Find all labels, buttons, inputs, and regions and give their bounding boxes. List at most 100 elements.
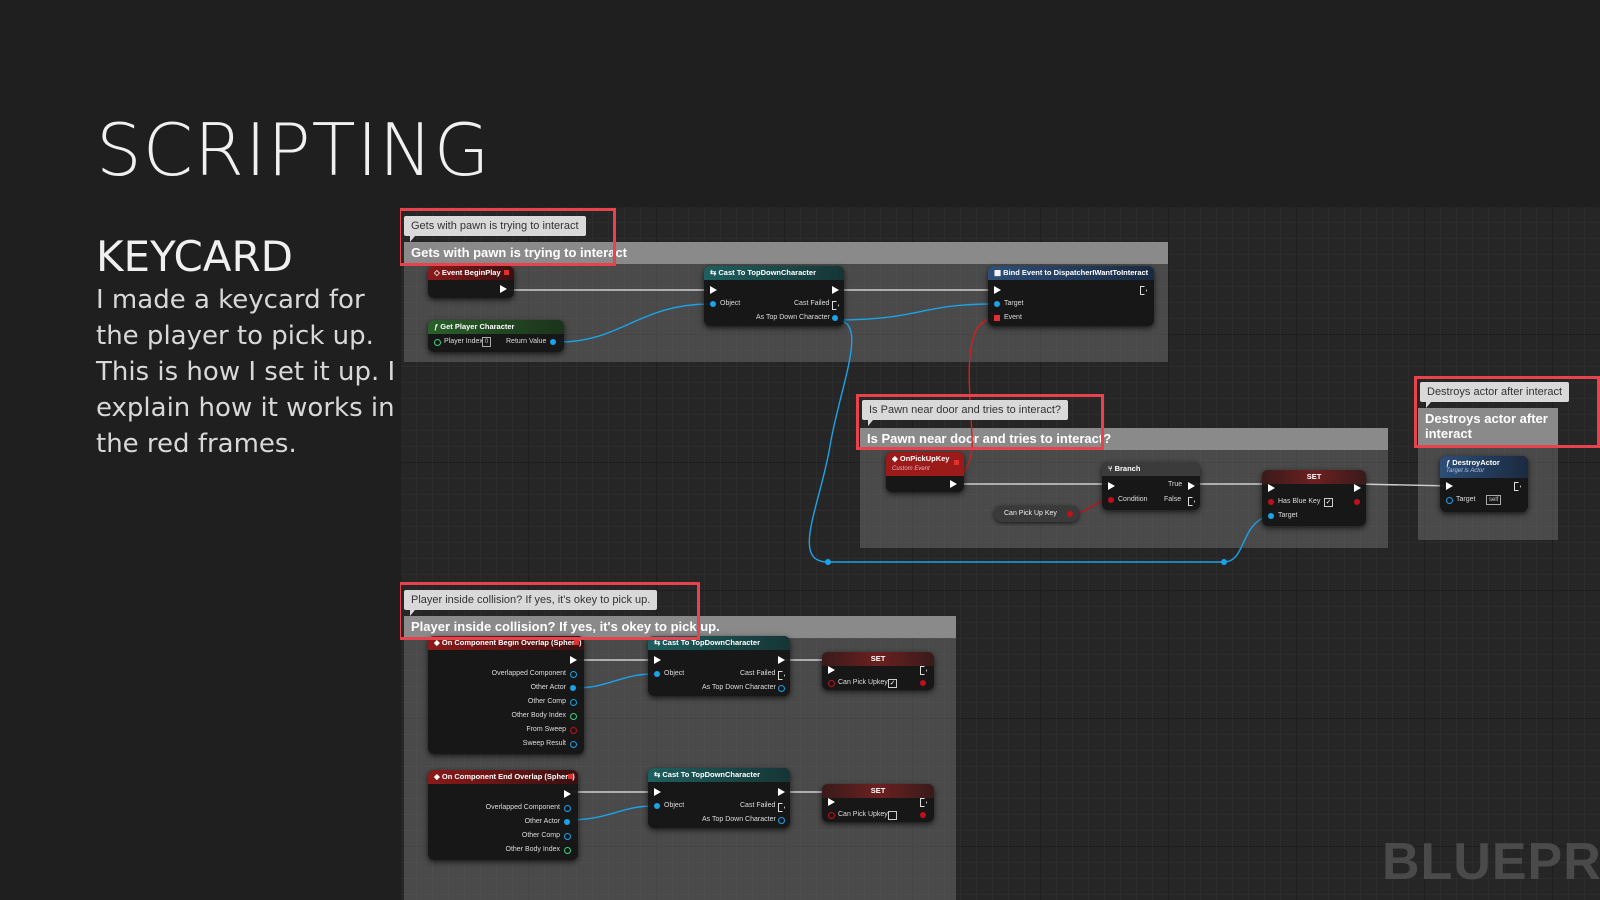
pin-label: Player Index — [444, 338, 483, 345]
can-pick-upkey-pin[interactable] — [828, 680, 835, 687]
other-actor-pin[interactable] — [570, 685, 576, 691]
exec-in-pin[interactable] — [994, 286, 1001, 294]
cast-failed-pin[interactable] — [778, 671, 785, 680]
exec-in-pin[interactable] — [654, 788, 661, 796]
player-index-pin[interactable] — [434, 339, 441, 346]
other-comp-pin[interactable] — [570, 699, 577, 706]
destroy-actor-node[interactable]: ƒ DestroyActor Target is Actor Target se… — [1440, 456, 1528, 512]
other-comp-pin[interactable] — [564, 833, 571, 840]
exec-out-pin[interactable] — [570, 656, 577, 664]
has-blue-key-pin[interactable] — [1268, 499, 1274, 505]
event-pin[interactable] — [994, 315, 1000, 321]
bind-event-node[interactable]: ▦ Bind Event to DispatcherIWantToInterac… — [988, 266, 1154, 326]
other-actor-pin[interactable] — [564, 819, 570, 825]
comment-bubble[interactable]: Destroys actor after interact — [1420, 382, 1570, 408]
object-wire — [567, 805, 655, 821]
target-pin[interactable] — [1446, 497, 1453, 504]
exec-out-pin[interactable] — [778, 656, 785, 664]
object-pin[interactable] — [654, 803, 660, 809]
delegate-pin[interactable] — [574, 640, 579, 645]
node-title: Event BeginPlay — [441, 268, 501, 277]
exec-out-pin[interactable] — [920, 666, 927, 675]
sweep-result-pin[interactable] — [570, 741, 577, 748]
set-can-pick-upkey-node[interactable]: SET Can Pick Upkey ✓ — [822, 652, 934, 690]
pin-label: Overlapped Component — [491, 670, 566, 677]
exec-out-pin[interactable] — [950, 480, 957, 488]
from-sweep-pin[interactable] — [570, 727, 577, 734]
set-can-pick-upkey-node[interactable]: SET Can Pick Upkey — [822, 784, 934, 822]
can-pick-upkey-out-pin[interactable] — [920, 680, 926, 686]
delegate-pin[interactable] — [568, 774, 573, 779]
object-pin[interactable] — [710, 301, 716, 307]
highlight-frame — [400, 208, 616, 266]
delegate-pin[interactable] — [504, 270, 509, 275]
exec-in-pin[interactable] — [654, 656, 661, 664]
overlapped-component-pin[interactable] — [564, 805, 571, 812]
slide-subtitle: KEYCARD — [96, 232, 294, 281]
as-character-pin[interactable] — [778, 817, 785, 824]
blueprint-graph[interactable]: Gets with pawn is trying to interact Is … — [400, 206, 1600, 900]
highlight-frame — [856, 394, 1104, 450]
get-player-character-node[interactable]: ƒ Get Player Character Player Index 0 Re… — [428, 320, 564, 352]
can-pick-upkey-checkbox[interactable] — [888, 811, 897, 820]
exec-in-pin[interactable] — [1446, 482, 1453, 490]
player-index-field[interactable]: 0 — [482, 337, 492, 347]
end-overlap-node[interactable]: ◆ On Component End Overlap (Sphere) Over… — [428, 770, 578, 860]
can-pick-upkey-pin[interactable] — [828, 812, 835, 819]
target-pin[interactable] — [1268, 513, 1274, 519]
exec-out-pin[interactable] — [920, 798, 927, 807]
delegate-pin[interactable] — [954, 460, 959, 465]
exec-out-pin[interactable] — [832, 286, 839, 294]
event-begin-play-node[interactable]: ◇ Event BeginPlay — [428, 266, 514, 298]
branch-node[interactable]: ⑂ Branch True Condition False — [1102, 462, 1200, 510]
self-field[interactable]: self — [1486, 495, 1502, 505]
can-pick-upkey-checkbox[interactable]: ✓ — [888, 679, 897, 688]
has-blue-key-out-pin[interactable] — [1354, 499, 1360, 505]
exec-in-pin[interactable] — [1108, 482, 1115, 490]
variable-label: Can Pick Up Key — [1004, 510, 1057, 517]
pin-label: From Sweep — [526, 726, 566, 733]
condition-pin[interactable] — [1108, 497, 1114, 503]
cast-to-topdown-node[interactable]: ⇆ Cast To TopDownCharacter Object Cast F… — [648, 636, 790, 696]
return-value-pin[interactable] — [550, 339, 556, 345]
bool-out-pin[interactable] — [1066, 511, 1073, 517]
cast-failed-pin[interactable] — [778, 803, 785, 812]
comment-bubble[interactable]: Player inside collision? If yes, it's ok… — [404, 590, 658, 616]
set-has-blue-key-node[interactable]: SET Has Blue Key ✓ Target — [1262, 470, 1366, 526]
can-pick-up-key-variable[interactable]: Can Pick Up Key — [994, 506, 1079, 522]
pin-label: Other Actor — [524, 818, 560, 825]
exec-in-pin[interactable] — [828, 798, 835, 806]
exec-in-pin[interactable] — [1268, 484, 1275, 492]
pin-label: Event — [1004, 314, 1022, 321]
as-character-pin[interactable] — [832, 315, 838, 321]
exec-out-pin[interactable] — [1354, 484, 1361, 492]
comment-bubble[interactable]: Gets with pawn is trying to interact — [404, 216, 586, 242]
on-pick-up-key-node[interactable]: ◆ OnPickUpKey Custom Event — [886, 452, 964, 492]
comment-bubble[interactable]: Is Pawn near door and tries to interact? — [862, 400, 1068, 426]
begin-overlap-node[interactable]: ◆ On Component Begin Overlap (Sphere) Ov… — [428, 636, 584, 754]
pin-label: Other Comp — [527, 698, 566, 705]
cast-failed-pin[interactable] — [832, 301, 839, 310]
other-body-index-pin[interactable] — [564, 847, 571, 854]
cast-to-topdown-node[interactable]: ⇆ Cast To TopDownCharacter Object Cast F… — [648, 768, 790, 828]
overlapped-component-pin[interactable] — [570, 671, 577, 678]
other-body-index-pin[interactable] — [570, 713, 577, 720]
exec-out-pin[interactable] — [1514, 482, 1521, 491]
has-blue-key-checkbox[interactable]: ✓ — [1324, 498, 1333, 507]
exec-out-pin[interactable] — [500, 285, 507, 293]
exec-in-pin[interactable] — [828, 666, 835, 674]
exec-out-pin[interactable] — [778, 788, 785, 796]
reroute-node — [825, 559, 831, 565]
cast-to-topdown-node[interactable]: ⇆ Cast To TopDownCharacter Object Cast F… — [704, 266, 844, 326]
exec-out-pin[interactable] — [564, 790, 571, 798]
pin-label: Has Blue Key — [1278, 498, 1321, 505]
exec-in-pin[interactable] — [710, 286, 717, 294]
exec-out-pin[interactable] — [1140, 286, 1147, 295]
can-pick-upkey-out-pin[interactable] — [920, 812, 926, 818]
pin-label: Object — [720, 300, 741, 307]
object-pin[interactable] — [654, 671, 660, 677]
true-exec-pin[interactable] — [1188, 482, 1195, 490]
target-pin[interactable] — [994, 301, 1000, 307]
as-character-pin[interactable] — [778, 685, 785, 692]
false-exec-pin[interactable] — [1188, 497, 1195, 506]
